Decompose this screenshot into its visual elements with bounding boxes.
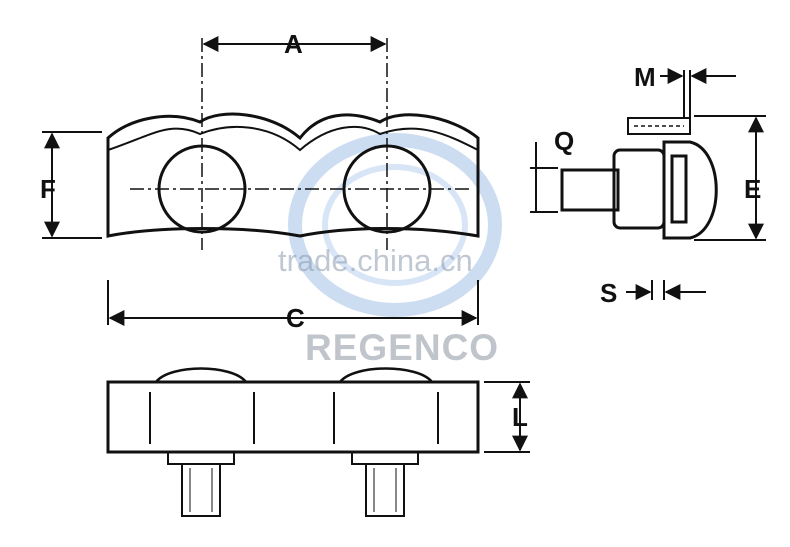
label-s: S	[600, 278, 618, 308]
label-a: A	[284, 29, 303, 59]
label-f: F	[40, 174, 56, 204]
front-view	[42, 36, 480, 326]
label-m: M	[634, 62, 656, 92]
dome-right	[337, 367, 435, 384]
clip-body-outline	[106, 112, 480, 238]
watermark-site: trade.china.cn	[278, 243, 473, 278]
watermark-logo	[288, 133, 502, 317]
bolt-head	[662, 140, 718, 240]
bolt-shank	[560, 168, 620, 212]
bolt-thread-left	[181, 463, 221, 517]
side-view	[530, 68, 766, 300]
dome-left	[153, 367, 249, 384]
label-q: Q	[554, 126, 575, 156]
clip-base	[106, 380, 480, 454]
label-e: E	[744, 174, 762, 204]
label-c: C	[286, 303, 305, 333]
bolt-nut-left	[167, 451, 235, 465]
bottom-view	[106, 367, 530, 517]
watermark-brand: REGENCO	[305, 327, 500, 368]
bolt-nut-right	[351, 451, 419, 465]
bolt-thread-right	[365, 463, 405, 517]
label-l: L	[512, 402, 528, 432]
bolt-nut	[612, 148, 666, 230]
